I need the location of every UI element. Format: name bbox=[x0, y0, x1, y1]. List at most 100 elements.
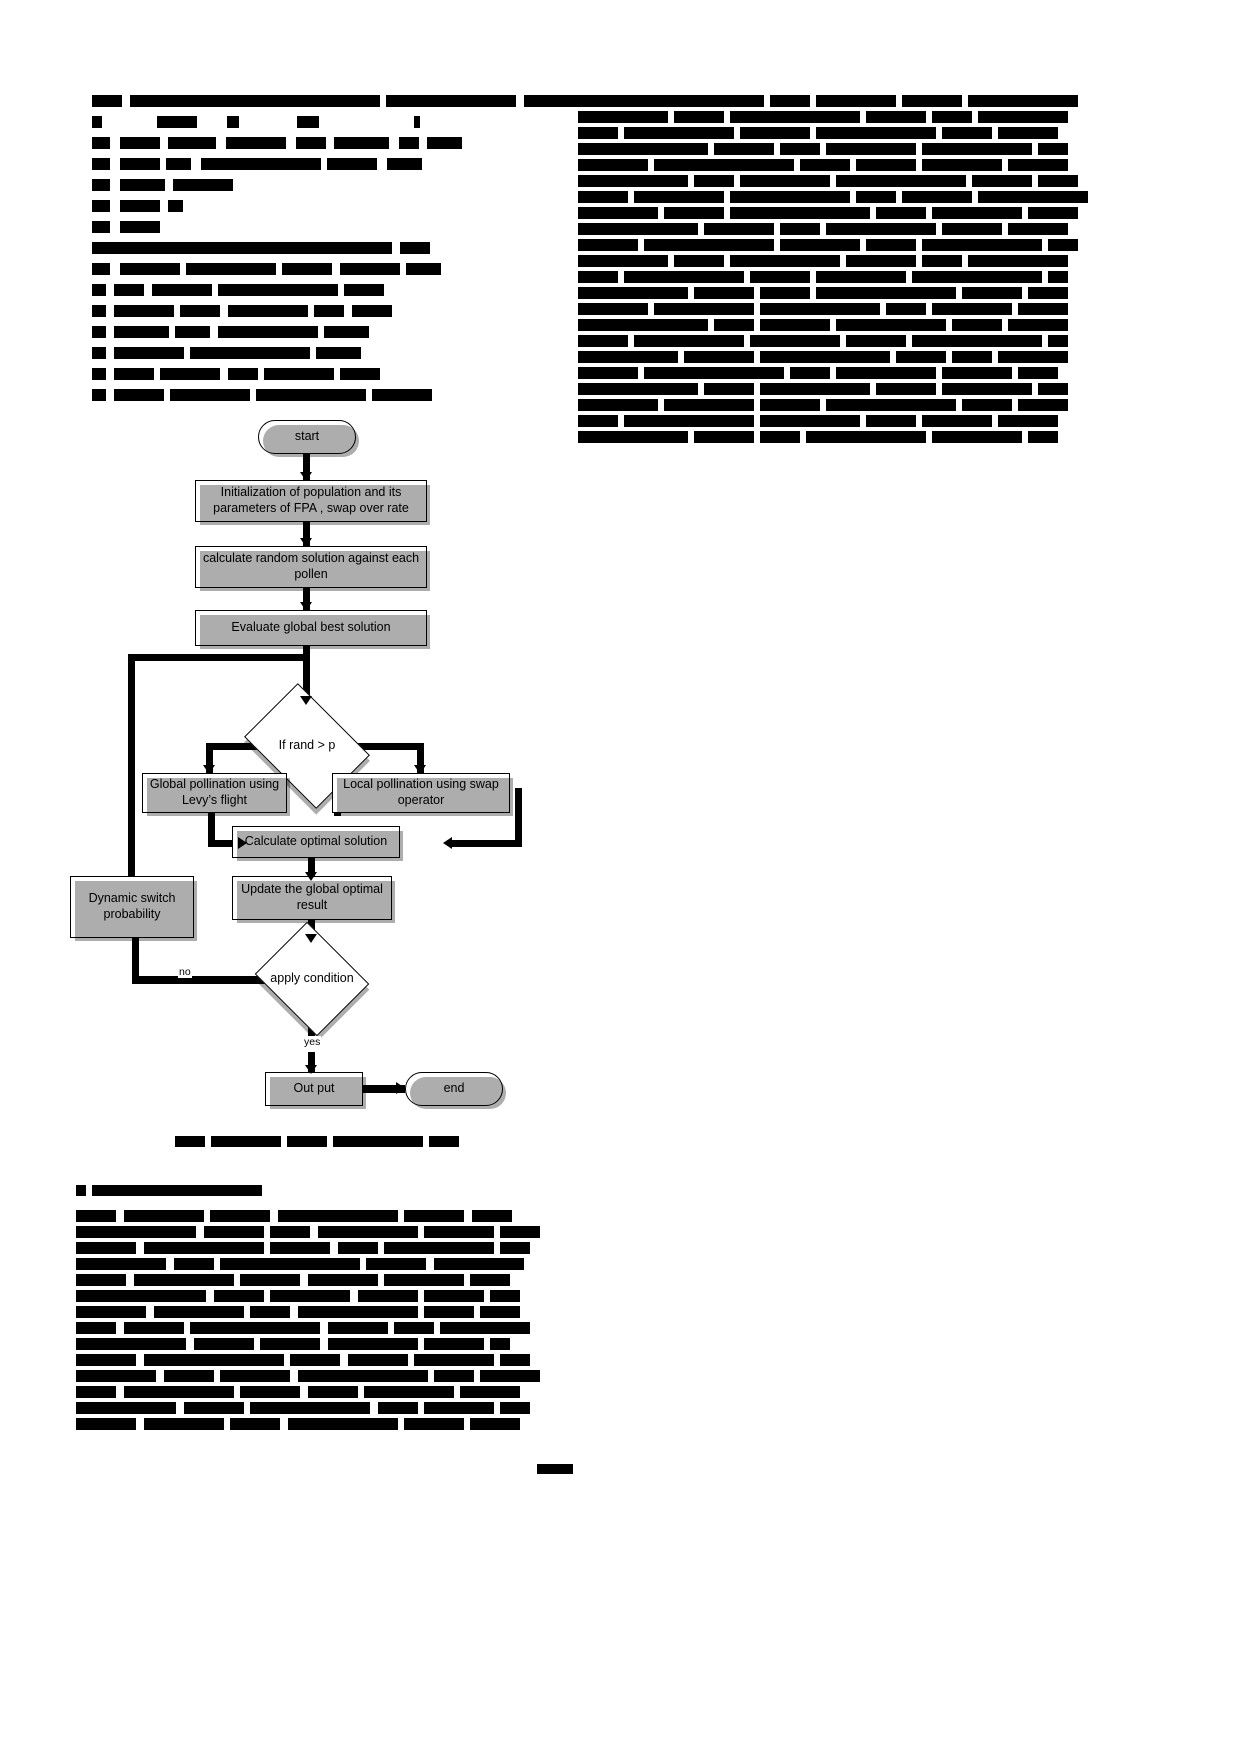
redacted-word bbox=[344, 284, 384, 296]
redacted-word bbox=[750, 335, 840, 347]
redacted-word bbox=[287, 1136, 327, 1147]
redacted-word bbox=[384, 1274, 464, 1286]
redacted-word bbox=[324, 326, 369, 338]
redacted-text-line bbox=[578, 367, 1058, 379]
redacted-word bbox=[1038, 383, 1068, 395]
redacted-text-line bbox=[92, 326, 532, 338]
redacted-word bbox=[896, 351, 946, 363]
node-calculate-random-solution[interactable]: calculate random solution against each p… bbox=[195, 546, 430, 591]
redacted-word bbox=[134, 1274, 234, 1286]
redacted-text-line bbox=[92, 263, 532, 275]
redacted-word bbox=[942, 223, 1002, 235]
redacted-word bbox=[157, 116, 197, 128]
redacted-word bbox=[922, 255, 962, 267]
redacted-word bbox=[424, 1306, 474, 1318]
redacted-word bbox=[92, 158, 110, 170]
redacted-text-line bbox=[578, 351, 1068, 363]
redacted-word bbox=[932, 207, 1022, 219]
redacted-word bbox=[152, 284, 212, 296]
redacted-text-line bbox=[92, 116, 532, 128]
arrow-start-to-init bbox=[300, 472, 312, 481]
edge-feedback-top-horizontal bbox=[128, 654, 308, 661]
node-start-label: start bbox=[294, 429, 320, 444]
redacted-text-line bbox=[92, 389, 532, 401]
redacted-word bbox=[780, 239, 860, 251]
redacted-word bbox=[308, 1274, 378, 1286]
redacted-word bbox=[308, 1386, 358, 1398]
redacted-word bbox=[76, 1210, 116, 1222]
redacted-word bbox=[218, 326, 318, 338]
redacted-word bbox=[92, 305, 106, 317]
redacted-word bbox=[876, 207, 926, 219]
redacted-word bbox=[684, 351, 754, 363]
redacted-word bbox=[750, 271, 810, 283]
redacted-text-line bbox=[92, 347, 532, 359]
redacted-word bbox=[578, 255, 668, 267]
redacted-word bbox=[76, 1290, 206, 1302]
node-initialization-label: Initialization of population and its par… bbox=[213, 485, 409, 515]
redacted-word bbox=[760, 351, 890, 363]
node-output[interactable]: Out put bbox=[265, 1072, 366, 1109]
redacted-word bbox=[470, 1274, 510, 1286]
node-end[interactable]: end bbox=[405, 1072, 506, 1109]
redacted-word bbox=[92, 389, 106, 401]
redacted-word bbox=[490, 1338, 510, 1350]
redacted-word bbox=[694, 431, 754, 443]
redacted-word bbox=[730, 191, 850, 203]
redacted-word bbox=[298, 1306, 418, 1318]
node-initialization[interactable]: Initialization of population and its par… bbox=[195, 480, 430, 525]
node-apply-condition[interactable]: apply condition bbox=[254, 921, 370, 1042]
redacted-word bbox=[998, 127, 1058, 139]
redacted-word bbox=[836, 175, 966, 187]
redacted-word bbox=[124, 1322, 184, 1334]
node-evaluate-global-best[interactable]: Evaluate global best solution bbox=[195, 610, 430, 649]
redacted-word bbox=[760, 431, 800, 443]
redacted-word bbox=[578, 383, 698, 395]
redacted-word bbox=[76, 1354, 136, 1366]
redacted-word bbox=[120, 137, 160, 149]
redacted-word bbox=[76, 1242, 136, 1254]
redacted-word bbox=[714, 143, 774, 155]
node-calculate-random-solution-label: calculate random solution against each p… bbox=[202, 551, 420, 581]
redacted-word bbox=[912, 335, 1042, 347]
edge-decision-right-horizontal bbox=[348, 743, 424, 750]
redacted-text-line bbox=[578, 223, 1068, 235]
redacted-word bbox=[826, 143, 916, 155]
redacted-text-line bbox=[92, 242, 532, 254]
redacted-word bbox=[760, 303, 880, 315]
redacted-word bbox=[942, 367, 1012, 379]
redacted-text-line bbox=[578, 111, 1068, 123]
redacted-word bbox=[160, 368, 220, 380]
edge-output-to-end bbox=[363, 1085, 405, 1093]
arrow-calcrandom-to-evaluate bbox=[300, 602, 312, 611]
node-update-global-optimal[interactable]: Update the global optimal result bbox=[232, 876, 395, 923]
node-decision-rand[interactable]: If rand > p bbox=[244, 683, 370, 815]
redacted-word bbox=[180, 305, 220, 317]
node-apply-condition-label: apply condition bbox=[270, 971, 354, 986]
redacted-word bbox=[704, 223, 774, 235]
node-dynamic-switch-probability[interactable]: Dynamic switch probability bbox=[70, 876, 197, 941]
redacted-word bbox=[902, 191, 972, 203]
node-start[interactable]: start bbox=[258, 420, 359, 457]
arrow-init-to-calcrandom bbox=[300, 538, 312, 547]
redacted-word bbox=[250, 1402, 370, 1414]
redacted-word bbox=[998, 351, 1068, 363]
redacted-word bbox=[836, 367, 936, 379]
redacted-word bbox=[76, 1370, 156, 1382]
redacted-word bbox=[1018, 399, 1068, 411]
redacted-word bbox=[240, 1274, 300, 1286]
redacted-text-line bbox=[92, 200, 532, 212]
redacted-word bbox=[424, 1290, 484, 1302]
node-global-pollination[interactable]: Global pollination using Levy’s flight bbox=[142, 773, 290, 816]
node-calculate-optimal-solution[interactable]: Calculate optimal solution bbox=[232, 826, 403, 861]
redacted-word bbox=[298, 1370, 428, 1382]
redacted-text-line bbox=[175, 1136, 459, 1147]
redacted-word bbox=[168, 137, 216, 149]
node-local-pollination[interactable]: Local pollination using swap operator bbox=[332, 773, 513, 816]
edge-label-no: no bbox=[178, 966, 192, 978]
redacted-word bbox=[694, 175, 734, 187]
redacted-word bbox=[144, 1418, 224, 1430]
redacted-word bbox=[664, 207, 724, 219]
redacted-text-line bbox=[76, 1226, 540, 1238]
